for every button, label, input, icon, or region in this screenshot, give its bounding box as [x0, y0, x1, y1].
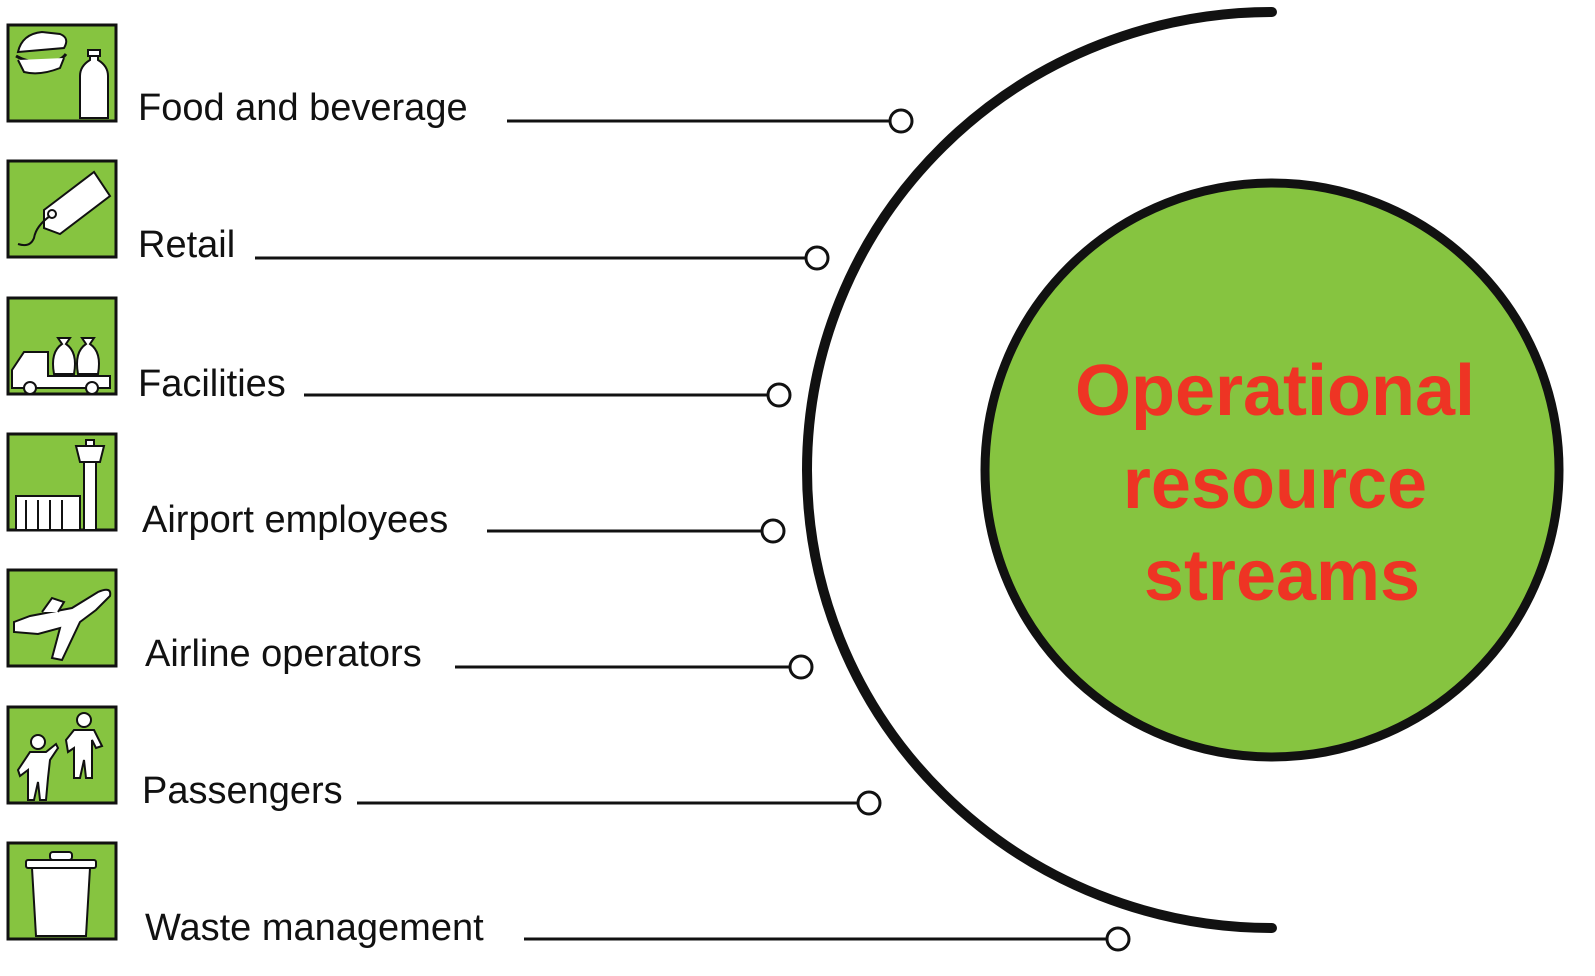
stream-row-airport-employees: Airport employees: [6, 432, 786, 544]
connector-node-retail: [804, 245, 830, 271]
stream-row-food-and-beverage: Food and beverage: [6, 23, 914, 134]
connector-node-facilities: [766, 382, 792, 408]
stream-row-passengers: Passengers: [6, 705, 882, 816]
stream-label-facilities: Facilities: [138, 363, 286, 405]
people-icon: [6, 705, 118, 805]
center-title-line-2: resource: [1123, 444, 1427, 524]
connector-node-airline-operators: [788, 654, 814, 680]
stream-label-passengers: Passengers: [142, 770, 343, 812]
connector-node-food-and-beverage: [888, 108, 914, 134]
stream-label-retail: Retail: [138, 224, 235, 266]
outer-arc: [802, 7, 1277, 933]
truck-garbage-bags-icon: [6, 296, 118, 396]
center-title-line-3: streams: [1144, 536, 1420, 616]
connector-node-waste-management: [1105, 926, 1131, 952]
price-tag-icon: [6, 159, 118, 259]
center-title-line-1: Operational: [1075, 351, 1475, 431]
sandwich-bottle-icon: [6, 23, 118, 123]
airplane-icon: [6, 568, 118, 668]
control-tower-icon: [6, 432, 118, 532]
stream-label-food-and-beverage: Food and beverage: [138, 87, 468, 129]
trash-bin-icon: [6, 841, 118, 941]
stream-label-airport-employees: Airport employees: [142, 499, 448, 541]
stream-row-waste-management: Waste management: [6, 841, 1131, 952]
stream-label-airline-operators: Airline operators: [145, 633, 422, 675]
stream-row-airline-operators: Airline operators: [6, 568, 814, 680]
stream-row-retail: Retail: [6, 159, 830, 271]
stream-row-facilities: Facilities: [6, 296, 792, 408]
connector-node-airport-employees: [760, 518, 786, 544]
connector-node-passengers: [856, 790, 882, 816]
stream-label-waste-management: Waste management: [145, 907, 484, 949]
center-circle: [980, 178, 1564, 762]
